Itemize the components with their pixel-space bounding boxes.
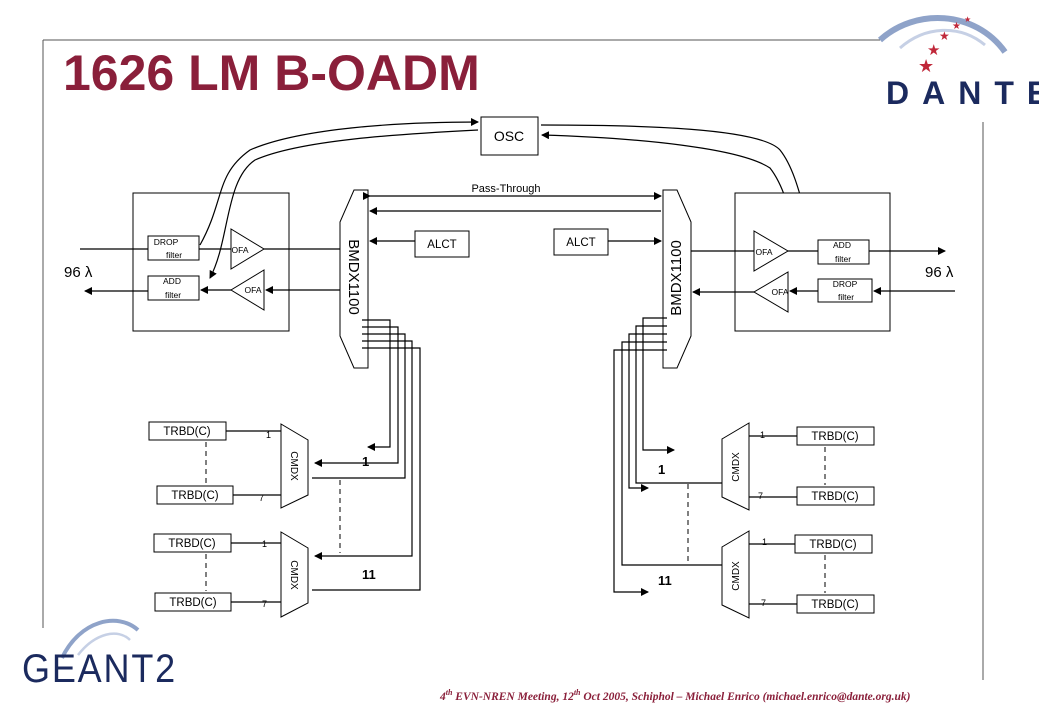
right-drop-label-1: DROP <box>833 279 858 289</box>
left-cmdx-1 <box>280 423 309 509</box>
left-cmdx-1-label: CMDX <box>288 451 299 481</box>
dante-star-4-icon: ★ <box>952 21 961 32</box>
left-group-11-label: 11 <box>362 567 376 582</box>
right-alct-label: ALCT <box>566 237 595 249</box>
left-port-7a: 7 <box>259 493 264 503</box>
right-alct-box <box>553 228 609 256</box>
page-title: 1626 LM B-OADM <box>63 45 480 101</box>
right-trbd-2-label: TRBD(C) <box>811 491 858 503</box>
right-bundle-5 <box>613 349 667 596</box>
right-lambda-label: 96 λ <box>925 264 954 281</box>
right-add-filter <box>817 239 870 265</box>
footer-suffix: Oct 2005, Schiphol – Michael Enrico (mic… <box>580 690 911 703</box>
left-cmdx-2 <box>280 531 309 618</box>
left-port-1b: 1 <box>262 539 267 549</box>
left-bmdx-label: BMDX1100 <box>345 239 362 315</box>
right-group-1-label: 1 <box>658 462 665 477</box>
dante-star-3-icon: ★ <box>939 29 950 43</box>
left-cmdx-2-label: CMDX <box>288 560 299 590</box>
right-add-label-1: ADD <box>833 240 851 250</box>
left-ofa-top-label: OFA <box>231 245 248 255</box>
left-bundle-3 <box>312 333 406 479</box>
left-bundle-2 <box>314 326 399 467</box>
right-trbd-1-label: TRBD(C) <box>811 431 858 443</box>
right-port-1a: 1 <box>760 430 765 440</box>
osc-left-upper <box>199 118 479 246</box>
left-trbd-2-label: TRBD(C) <box>171 490 218 502</box>
left-alct-label: ALCT <box>427 239 456 251</box>
pass-through-label: Pass-Through <box>471 183 540 195</box>
left-group-1-label: 1 <box>362 454 369 469</box>
right-trbd-2 <box>796 486 875 506</box>
footer-mid: EVN-NREN Meeting, 12 <box>452 690 574 703</box>
left-filter-box <box>132 192 290 332</box>
dante-swoosh-icon <box>877 15 1008 54</box>
right-trbd-3-label: TRBD(C) <box>809 539 856 551</box>
dante-wordmark: DANTE <box>886 75 1039 111</box>
right-group-11-label: 11 <box>658 573 672 588</box>
right-cmdx-2-label: CMDX <box>731 561 742 591</box>
dante-logo: ★ ★ ★ ★ ★ DANTE <box>877 15 1039 111</box>
left-alct-box <box>414 230 470 258</box>
footer-note: 4th EVN-NREN Meeting, 12th Oct 2005, Sch… <box>440 688 910 703</box>
geant2-swoosh-icon <box>60 618 140 659</box>
left-trbd-3-label: TRBD(C) <box>168 538 215 550</box>
left-drop-label-1: DROP <box>154 237 179 247</box>
left-trbd-4-label: TRBD(C) <box>169 597 216 609</box>
left-add-label-1: ADD <box>163 276 181 286</box>
left-lambda-label: 96 λ <box>64 264 93 281</box>
osc-box <box>480 116 539 156</box>
right-bmdx <box>662 189 692 369</box>
left-add-label-2: filter <box>165 290 181 300</box>
dante-star-1-icon: ★ <box>918 56 934 76</box>
right-port-1b: 1 <box>762 537 767 547</box>
right-bundle-1 <box>642 317 675 454</box>
left-port-7b: 7 <box>262 599 267 609</box>
geant2-logo: GEANT2 <box>22 618 177 691</box>
osc-label: OSC <box>494 128 524 144</box>
right-port-7b: 7 <box>761 598 766 608</box>
geant2-wordmark: GEANT2 <box>22 647 177 691</box>
footer-prefix: 4 <box>440 690 446 703</box>
right-cmdx-1 <box>721 422 750 511</box>
left-drop-filter <box>147 235 200 261</box>
dante-star-2-icon: ★ <box>927 42 940 59</box>
right-bundle-2 <box>635 325 722 484</box>
right-ofa-bottom-label: OFA <box>771 287 788 297</box>
geant2-swoosh-inner-icon <box>77 632 131 656</box>
dante-swoosh-inner-icon <box>899 28 986 50</box>
footer-sup-1: th <box>445 688 453 697</box>
right-bundle-3 <box>628 333 667 492</box>
right-bmdx-label: BMDX1100 <box>668 240 685 316</box>
left-ofa-bottom <box>230 269 265 311</box>
footer-sup-2: th <box>573 688 581 697</box>
right-drop-label-2: filter <box>838 292 854 302</box>
left-drop-label-2: filter <box>166 250 182 260</box>
right-bundle-4 <box>621 341 722 566</box>
left-bmdx <box>339 189 369 369</box>
left-trbd-1-label: TRBD(C) <box>163 426 210 438</box>
right-trbd-4-label: TRBD(C) <box>811 599 858 611</box>
right-port-7a: 7 <box>758 491 763 501</box>
right-ofa-bottom <box>753 271 789 313</box>
left-bundle-5 <box>312 347 421 591</box>
right-add-label-2: filter <box>835 254 851 264</box>
left-ofa-bottom-label: OFA <box>244 285 261 295</box>
right-ofa-top-label: OFA <box>755 247 772 257</box>
dante-star-5-icon: ★ <box>964 15 971 24</box>
osc-left-lower <box>209 129 479 279</box>
right-cmdx-1-label: CMDX <box>731 452 742 482</box>
right-cmdx-2 <box>721 530 750 619</box>
left-add-filter <box>147 275 200 301</box>
left-port-1a: 1 <box>266 430 271 440</box>
left-bundle-4 <box>314 340 413 560</box>
left-bundle-1 <box>362 319 391 451</box>
